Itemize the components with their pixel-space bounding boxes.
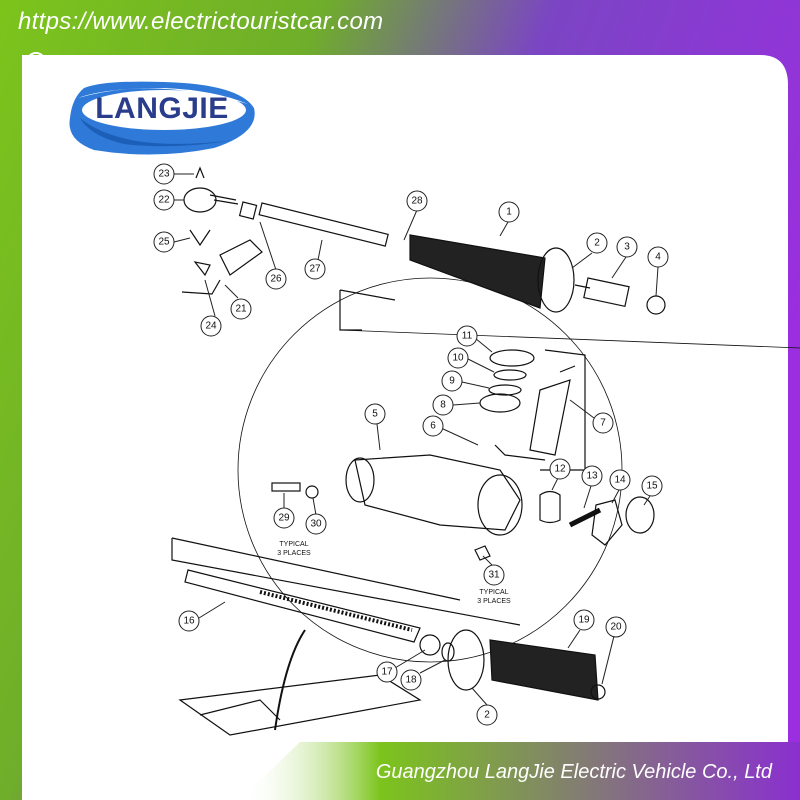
callout-9: 9 (441, 370, 490, 392)
typical-note-b-line1: TYPICAL (479, 589, 508, 596)
svg-text:24: 24 (205, 321, 217, 332)
callout-6: 6 (422, 415, 479, 446)
callout-23: 23 (153, 163, 194, 185)
callout-2-bottom: 2 (471, 687, 498, 726)
logo-text: LANGJIE (95, 92, 229, 125)
svg-text:8: 8 (440, 400, 446, 411)
svg-text:21: 21 (235, 304, 247, 315)
svg-text:5: 5 (372, 409, 378, 420)
callout-21: 21 (224, 284, 252, 320)
svg-text:4: 4 (655, 252, 661, 263)
callout-4: 4 (647, 246, 669, 297)
svg-text:25: 25 (158, 237, 170, 248)
callout-30: 30 (305, 497, 327, 535)
svg-text:2: 2 (484, 710, 490, 721)
svg-text:11: 11 (462, 331, 473, 342)
typical-note-a-line1: TYPICAL (279, 541, 308, 548)
callout-13: 13 (581, 465, 603, 509)
svg-text:22: 22 (158, 195, 170, 206)
svg-text:19: 19 (578, 615, 590, 626)
svg-text:20: 20 (610, 622, 622, 633)
callout-24: 24 (200, 279, 222, 337)
svg-text:3: 3 (624, 242, 630, 253)
callout-27: 27 (304, 239, 326, 280)
svg-text:7: 7 (600, 418, 606, 429)
svg-text:27: 27 (309, 264, 321, 275)
callout-22: 22 (153, 189, 184, 211)
svg-text:26: 26 (270, 274, 282, 285)
svg-text:29: 29 (278, 513, 290, 524)
svg-text:6: 6 (430, 421, 436, 432)
svg-text:12: 12 (554, 464, 566, 475)
svg-text:15: 15 (646, 481, 658, 492)
callout-5: 5 (364, 403, 386, 451)
svg-text:23: 23 (158, 169, 170, 180)
footer-company-name: Guangzhou LangJie Electric Vehicle Co., … (375, 761, 772, 783)
svg-text:1: 1 (506, 207, 512, 218)
svg-text:16: 16 (183, 616, 195, 627)
callout-8: 8 (432, 394, 481, 416)
svg-text:31: 31 (488, 570, 500, 581)
callout-10: 10 (447, 347, 495, 373)
callout-26: 26 (259, 221, 287, 290)
callout-29: 29 (273, 493, 295, 529)
svg-text:17: 17 (381, 667, 393, 678)
svg-text:9: 9 (449, 376, 455, 387)
callout-28: 28 (403, 190, 428, 241)
website-url[interactable]: https://www.electrictouristcar.com (18, 8, 384, 35)
callout-3: 3 (611, 236, 638, 279)
svg-text:18: 18 (405, 675, 417, 686)
callout-11: 11 (456, 325, 493, 353)
svg-text:14: 14 (614, 475, 626, 486)
callout-15: 15 (641, 475, 663, 506)
typical-note-a-line2: 3 PLACES (277, 550, 311, 557)
callout-1: 1 (498, 201, 520, 237)
callout-31: 31 (482, 555, 505, 586)
callout-17: 17 (376, 649, 426, 683)
callout-12: 12 (549, 458, 571, 491)
callout-25: 25 (153, 231, 191, 253)
logo-oval (69, 81, 255, 155)
svg-text:2: 2 (594, 238, 600, 249)
callout-2-top: 2 (571, 232, 608, 269)
typical-note-b-line2: 3 PLACES (477, 598, 511, 605)
callout-20: 20 (601, 616, 627, 685)
callout-18: 18 (400, 659, 446, 691)
callout-14: 14 (609, 469, 631, 504)
svg-text:10: 10 (452, 353, 464, 364)
callout-19: 19 (567, 609, 595, 649)
company-logo: LANGJIE (64, 78, 260, 158)
diagram-linework (171, 166, 800, 736)
svg-text:28: 28 (411, 196, 423, 207)
svg-text:13: 13 (586, 471, 598, 482)
callout-16: 16 (178, 601, 226, 632)
svg-text:30: 30 (310, 519, 322, 530)
callout-7: 7 (569, 399, 614, 434)
